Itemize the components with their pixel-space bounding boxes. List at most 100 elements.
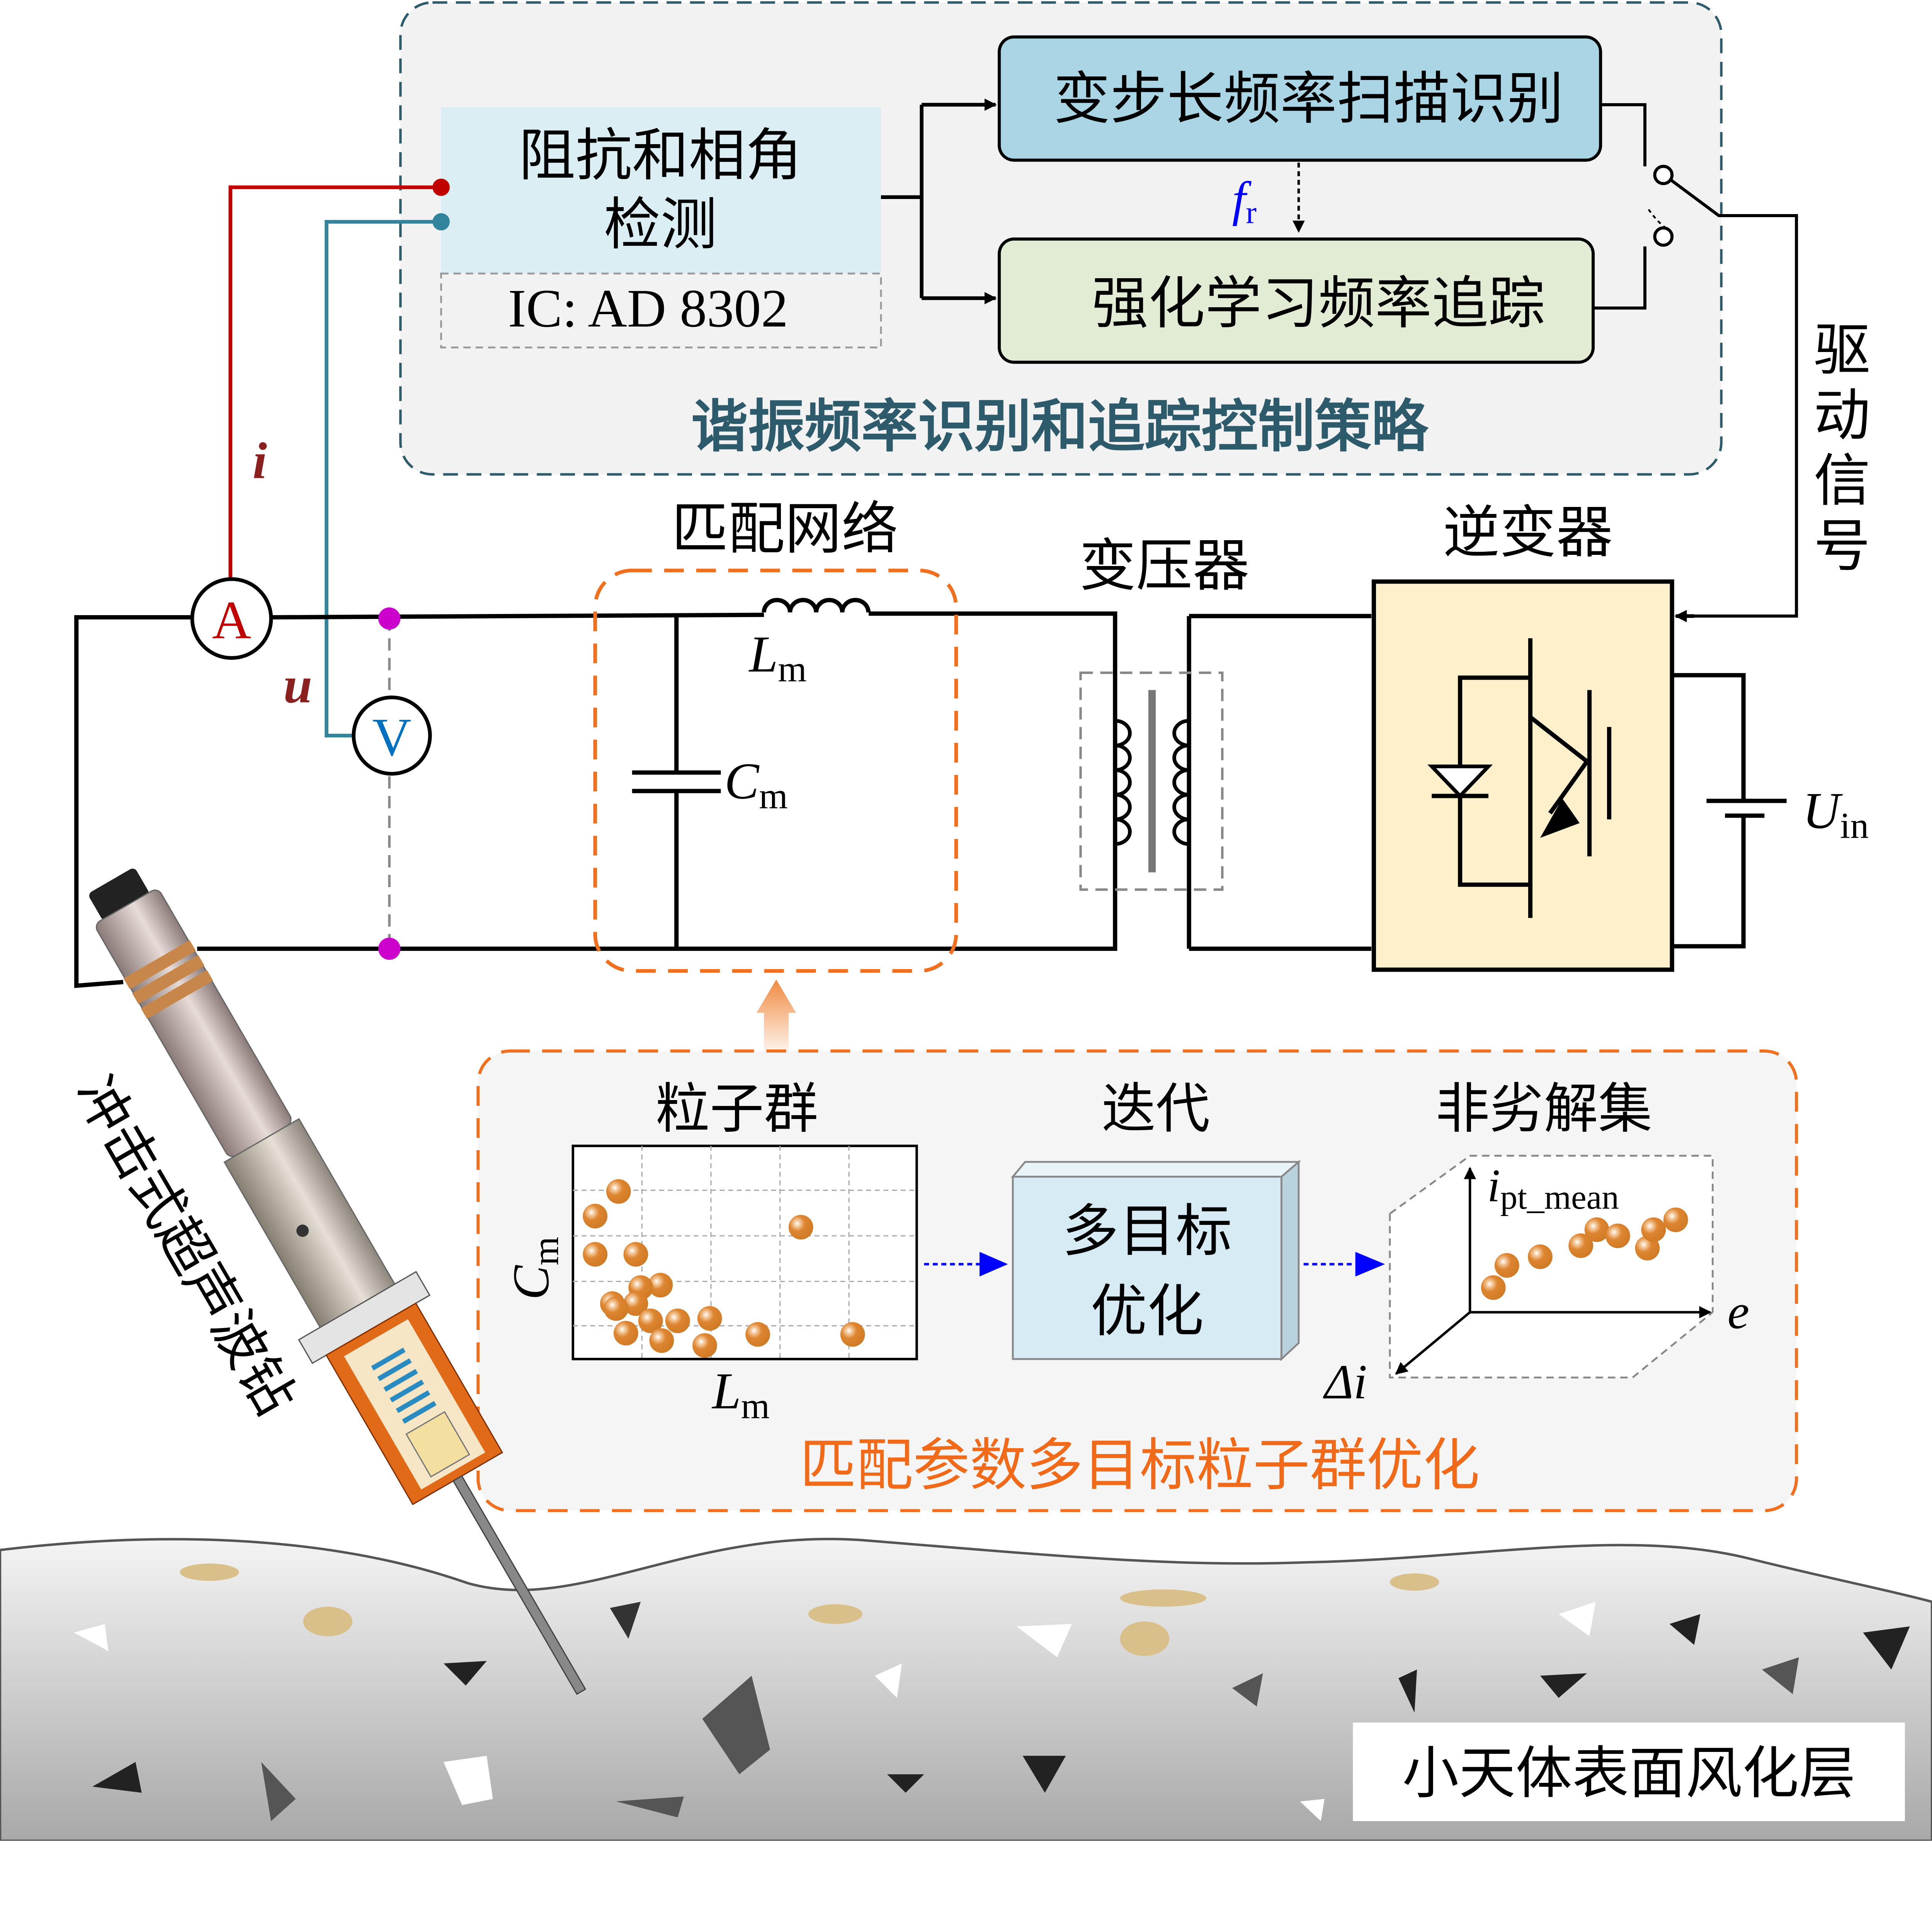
particle xyxy=(1481,1275,1506,1300)
arrow-right-icon xyxy=(980,1252,1008,1277)
pebble xyxy=(303,1607,352,1636)
particle xyxy=(623,1291,648,1316)
rock xyxy=(1398,1669,1417,1713)
detect-box-line2: 检测 xyxy=(604,191,717,257)
rock xyxy=(702,1675,770,1774)
pebble xyxy=(1120,1589,1206,1607)
particle xyxy=(638,1308,663,1333)
up-arrow-icon xyxy=(756,980,796,1060)
rock xyxy=(1300,1799,1325,1821)
svg-text:号: 号 xyxy=(1814,513,1871,579)
pareto-plot: ipt_mean e Δi xyxy=(1323,1155,1750,1409)
regolith-label-box xyxy=(1353,1722,1905,1821)
pebble xyxy=(1120,1621,1170,1656)
optimization-panel: 粒子群 迭代 非劣解集 Cm Lm 多目标 优化 ipt_mean e Δi xyxy=(476,1049,1798,1512)
particle xyxy=(649,1328,674,1353)
rock xyxy=(1022,1755,1066,1793)
pebble xyxy=(808,1604,863,1624)
inductor-lm xyxy=(762,598,871,613)
iterate-title: 迭代 xyxy=(1102,1078,1210,1141)
svg-text:A: A xyxy=(212,590,251,650)
multi-objective-box: 多目标 优化 xyxy=(1011,1160,1301,1361)
arrow-right-icon xyxy=(1355,1252,1385,1277)
dc-source xyxy=(1672,673,1787,949)
pebble xyxy=(180,1563,239,1581)
rock xyxy=(610,1602,641,1639)
axis-delta-i-label: Δi xyxy=(1323,1354,1367,1409)
particle xyxy=(1528,1244,1553,1269)
axis-e-label: e xyxy=(1728,1284,1750,1339)
main-circuit xyxy=(74,598,1372,988)
svg-text:信: 信 xyxy=(1814,448,1871,514)
current-sense-wire xyxy=(228,185,441,579)
frequency-scan-label: 变步长频率扫描识别 xyxy=(1053,66,1563,132)
particle xyxy=(697,1306,722,1331)
regolith-label: 小天体表面风化层 xyxy=(1402,1740,1855,1806)
rock xyxy=(443,1661,487,1686)
swarm-y-axis-label: Cm xyxy=(502,1236,566,1300)
axis-ipt-label: ipt_mean xyxy=(1487,1160,1619,1216)
voltage-sense-wire xyxy=(325,220,441,738)
particle xyxy=(623,1242,648,1267)
ultrasonic-drill xyxy=(89,868,587,1695)
current-label: i xyxy=(253,432,267,489)
voltage-terminal xyxy=(432,213,450,231)
svg-text:驱: 驱 xyxy=(1814,317,1871,383)
impedance-phase-detect-box xyxy=(441,107,881,274)
drive-signal-label: 驱 动 信 号 xyxy=(1814,317,1871,579)
swarm-title: 粒子群 xyxy=(655,1078,818,1141)
transformer-box xyxy=(1079,671,1224,891)
svg-text:优化: 优化 xyxy=(1090,1278,1204,1344)
particle xyxy=(1663,1207,1688,1232)
particle xyxy=(840,1322,865,1347)
rock xyxy=(887,1774,924,1793)
control-panel-caption: 谐振频率识别和追踪控制策略 xyxy=(691,393,1429,459)
rock xyxy=(1669,1614,1701,1645)
node-top xyxy=(378,607,401,630)
rl-tracking-box xyxy=(998,237,1595,364)
capacitor-cm xyxy=(632,616,721,949)
rock xyxy=(1863,1626,1910,1670)
particle xyxy=(1605,1223,1630,1248)
uin-label: Uin xyxy=(1803,782,1869,846)
rock xyxy=(1232,1673,1263,1707)
swarm-plot xyxy=(571,1145,918,1361)
rock xyxy=(261,1762,296,1821)
rl-tracking-label: 强化学习频率追踪 xyxy=(1092,270,1545,336)
ic-box xyxy=(440,272,882,349)
particle xyxy=(604,1296,629,1321)
particle xyxy=(583,1242,608,1267)
particle xyxy=(1641,1217,1666,1242)
particle xyxy=(665,1308,690,1333)
particle xyxy=(1494,1253,1519,1278)
diode-icon xyxy=(1427,764,1493,799)
inverter xyxy=(1371,579,1787,972)
voltmeter: V xyxy=(352,696,432,776)
matching-network-box xyxy=(593,568,958,973)
rock xyxy=(875,1663,902,1698)
particle xyxy=(788,1215,813,1240)
optimization-caption: 匹配参数多目标粒子群优化 xyxy=(800,1432,1480,1498)
rock xyxy=(1762,1657,1799,1694)
rock xyxy=(443,1755,493,1805)
rock xyxy=(92,1762,142,1793)
rock xyxy=(74,1624,109,1651)
particle xyxy=(648,1272,673,1298)
particle xyxy=(692,1333,717,1358)
particle xyxy=(745,1322,770,1347)
selector-switch xyxy=(1593,103,1798,618)
rock xyxy=(1558,1602,1596,1636)
particle xyxy=(583,1204,608,1229)
transformer-label: 变压器 xyxy=(1079,533,1249,599)
current-terminal xyxy=(432,179,450,196)
swarm-x-axis-label: Lm xyxy=(711,1362,770,1427)
svg-text:动: 动 xyxy=(1814,383,1871,449)
lm-label: Lm xyxy=(748,626,807,690)
pareto-title: 非劣解集 xyxy=(1435,1078,1652,1141)
rock xyxy=(1540,1673,1587,1698)
ammeter: A xyxy=(190,577,273,660)
matching-network-label: 匹配网络 xyxy=(672,496,898,562)
svg-text:V: V xyxy=(372,707,411,767)
particle xyxy=(1584,1217,1609,1242)
pebble xyxy=(1389,1573,1439,1591)
